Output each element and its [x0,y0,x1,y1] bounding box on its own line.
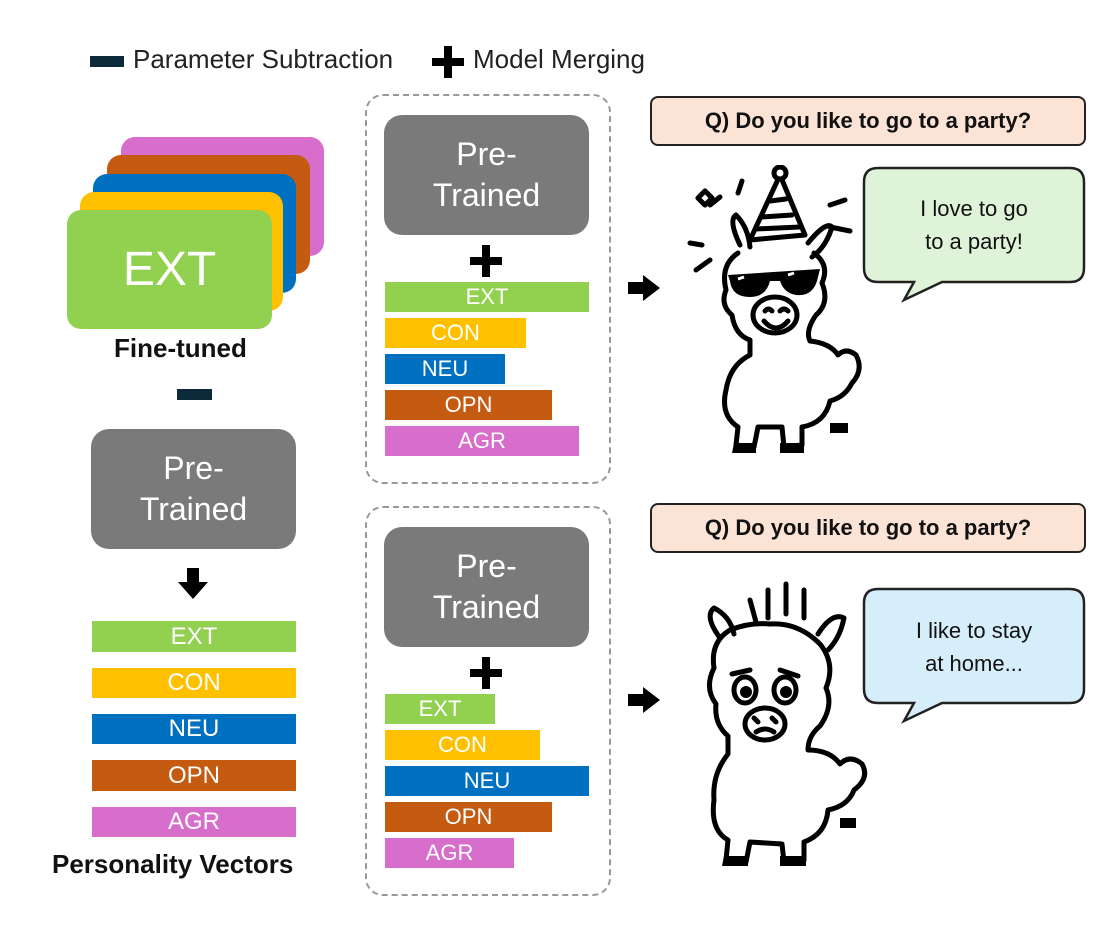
merging-legend-label: Model Merging [473,44,645,74]
bottom-vector-agr: AGR [385,838,514,868]
personality-vectors-label: Personality Vectors [52,849,294,879]
merge-plus-icon-bottom [470,657,502,689]
vector-ext: EXT [92,621,296,652]
party-llama-icon [687,165,862,453]
pretrained-box-top: Pre- Trained [384,115,589,235]
merge-plus-icon-top [470,245,502,277]
vector-opn: OPN [92,760,296,791]
top-vector-ext: EXT [385,282,589,312]
top-vector-agr: AGR [385,426,579,456]
subtraction-operator-icon [177,389,212,400]
subtraction-legend-label: Parameter Subtraction [133,44,394,74]
subtraction-legend-icon [90,56,124,67]
fine-tuned-card-ext: EXT [67,210,272,329]
vector-agr: AGR [92,807,296,837]
top-vector-opn: OPN [385,390,552,420]
merging-legend-plus-icon [432,46,464,78]
question-box-bottom: Q) Do you like to go to a party? [650,503,1086,553]
top-vector-con: CON [385,318,526,348]
sad-llama-icon [707,581,868,866]
question-box-top: Q) Do you like to go to a party? [650,96,1086,146]
answer-text-top: I love to go to a party! [920,196,1028,254]
top-merge-group [365,94,611,484]
down-arrow-icon [178,568,208,599]
top-merged-vectors: EXT CON NEU OPN AGR [385,282,589,457]
right-arrow-icon-bottom [628,687,660,713]
pretrained-box-bottom: Pre- Trained [384,527,589,647]
speech-bubble-bottom [862,587,1086,724]
bottom-merged-vectors: EXT CON NEU OPN AGR [385,694,589,869]
vector-neu: NEU [92,714,296,744]
bottom-vector-con: CON [385,730,540,760]
bottom-vector-ext: EXT [385,694,495,724]
right-arrow-icon-top [628,275,660,301]
fine-tuned-label: Fine-tuned [114,333,247,363]
speech-bubble-top [862,166,1086,303]
pretrained-box-left: Pre- Trained [91,429,296,549]
bottom-merge-group [365,506,611,896]
vector-con: CON [92,668,296,698]
top-vector-neu: NEU [385,354,505,384]
bottom-vector-opn: OPN [385,802,552,832]
answer-text-bottom: I like to stay at home... [915,618,1033,676]
bottom-vector-neu: NEU [385,766,589,796]
